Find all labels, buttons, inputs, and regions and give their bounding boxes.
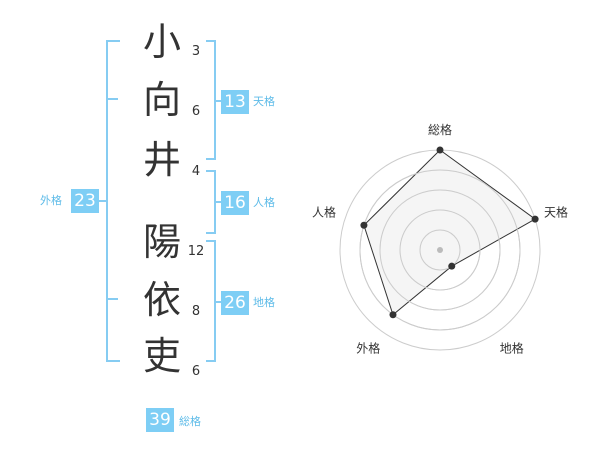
chikaku-bracket-connector (215, 301, 223, 303)
gaikaku-bracket-tick-bottom (106, 298, 118, 300)
radar-axis-label-gaikaku: 外格 (356, 341, 380, 356)
radar-point-gaikaku (389, 311, 397, 319)
name-char-2: 向 (142, 78, 181, 122)
soukaku-label: 総格 (179, 415, 201, 428)
gaikaku-label: 外格 (40, 194, 62, 207)
tenkaku-label: 天格 (253, 95, 275, 108)
stroke-count-5: 8 (191, 304, 201, 319)
stroke-count-2: 6 (191, 104, 201, 119)
radar-ring-overlay-4 (359, 169, 521, 331)
gaikaku-badge: 23 (71, 189, 99, 213)
radar-axis-label-tenkaku: 天格 (544, 204, 568, 219)
name-char-1: 小 (142, 20, 181, 64)
radar-ring-overlay-2 (399, 209, 481, 291)
radar-point-jinkaku (360, 221, 368, 229)
radar-ring-1 (419, 229, 461, 271)
radar-axis-label-chikaku: 地格 (500, 341, 524, 356)
chikaku-badge: 26 (221, 291, 249, 315)
name-char-3: 井 (142, 138, 181, 182)
radar-point-tenkaku (531, 215, 539, 223)
radar-ring-3 (379, 189, 501, 311)
radar-center-dot (437, 247, 443, 253)
radar-polygon (363, 149, 537, 316)
radar-ring-5 (339, 149, 541, 351)
radar-ring-2 (399, 209, 481, 291)
radar-ring-overlay-3 (379, 189, 501, 311)
name-char-6: 吏 (142, 334, 181, 378)
radar-point-soukaku (436, 146, 444, 154)
stroke-count-4: 12 (187, 244, 205, 259)
stroke-count-6: 6 (191, 364, 201, 379)
gaikaku-bracket-connector (98, 200, 106, 202)
tenkaku-bracket-connector (215, 100, 223, 102)
name-char-5: 依 (142, 278, 181, 322)
chikaku-label: 地格 (253, 296, 275, 309)
gaikaku-bracket-tick-top (106, 98, 118, 100)
radar-ring-overlay-1 (419, 229, 461, 271)
radar-axis-label-soukaku: 総格 (428, 122, 452, 137)
soukaku-badge: 39 (146, 408, 174, 432)
stroke-count-3: 4 (191, 164, 201, 179)
radar-axis-label-jinkaku: 人格 (312, 204, 336, 219)
jinkaku-bracket-connector (215, 201, 223, 203)
jinkaku-badge: 16 (221, 191, 249, 215)
radar-point-chikaku (448, 262, 456, 270)
jinkaku-label: 人格 (253, 196, 275, 209)
tenkaku-badge: 13 (221, 90, 249, 114)
gaikaku-bracket (106, 40, 120, 362)
stroke-count-1: 3 (191, 44, 201, 59)
name-char-4: 陽 (142, 220, 181, 264)
radar-ring-4 (359, 169, 521, 331)
